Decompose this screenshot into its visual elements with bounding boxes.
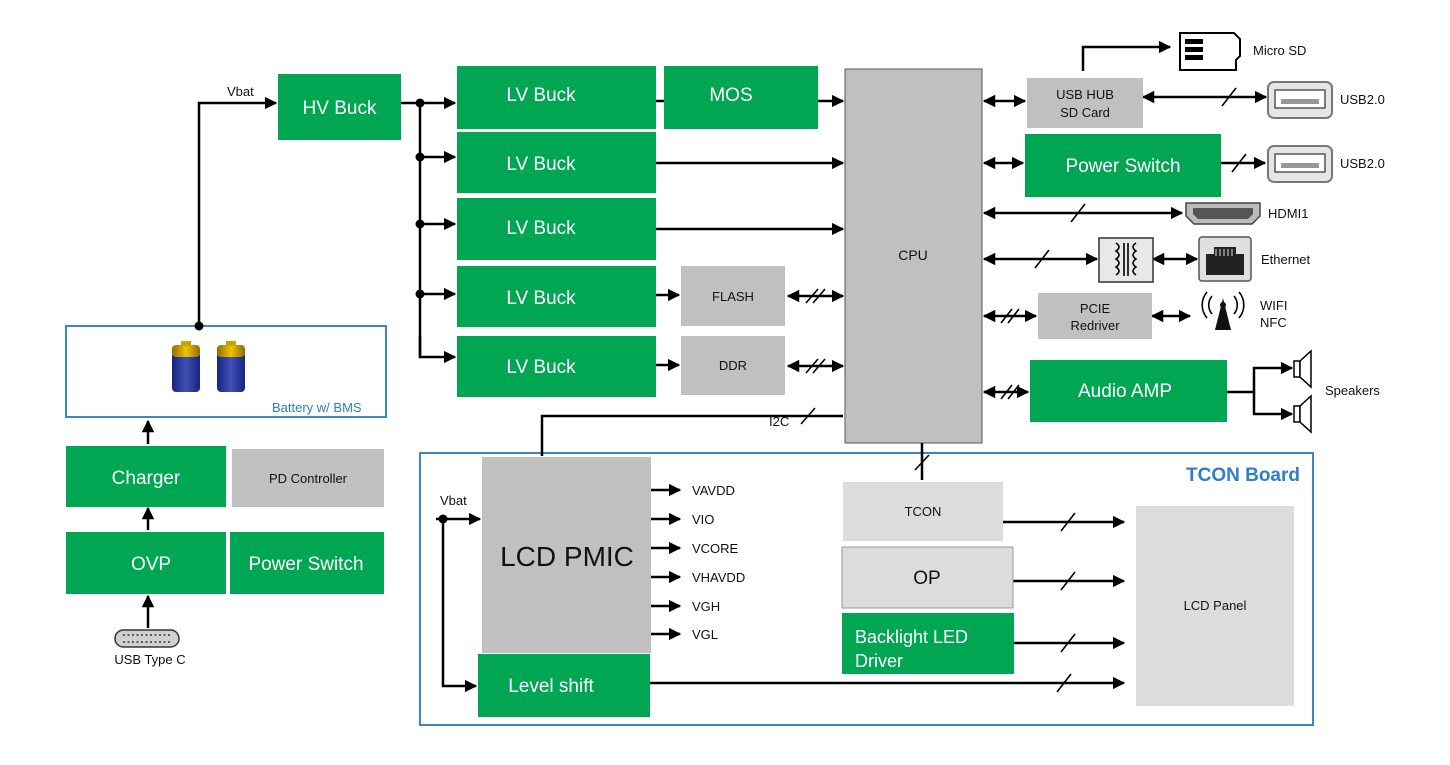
lcd-pmic-block: LCD PMIC [482,457,651,653]
rail-vio: VIO [692,512,714,527]
mos-block: MOS [664,66,818,129]
ddr-block: DDR [681,336,785,395]
rail-vgh: VGH [692,599,720,614]
tcon-vbat-label: Vbat [440,493,467,508]
speakers-label: Speakers [1325,383,1380,398]
svg-text:OP: OP [913,568,940,589]
svg-text:PCIE: PCIE [1080,301,1111,316]
svg-text:PD Controller: PD Controller [269,471,348,486]
lcd-pmic-label: LCD PMIC [500,541,634,572]
speaker-icon [1293,349,1312,389]
svg-text:LV Buck: LV Buck [506,357,576,378]
lv-buck-5: LV Buck [457,336,656,397]
svg-text:Charger: Charger [112,468,181,489]
svg-text:FLASH: FLASH [712,289,754,304]
wifi-antenna-icon [1201,291,1245,330]
usb-hub-block: USB HUB SD Card [1027,78,1143,128]
svg-text:Power Switch: Power Switch [1065,156,1180,177]
nfc-label: NFC [1260,315,1287,330]
micro-sd-label: Micro SD [1253,43,1306,58]
svg-text:LV Buck: LV Buck [506,288,576,309]
lv-buck-3: LV Buck [457,198,656,260]
svg-text:LCD Panel: LCD Panel [1184,598,1247,613]
svg-text:LV Buck: LV Buck [506,218,576,239]
level-shift-block: Level shift [478,654,650,717]
rail-vhavdd: VHAVDD [692,570,745,585]
tcon-board-title: TCON Board [1186,465,1300,486]
pd-controller-block: PD Controller [232,449,384,507]
tcon-wires [436,443,1126,693]
hv-buck-label: HV Buck [303,98,377,119]
rail-vgl: VGL [692,627,718,642]
svg-text:Level shift: Level shift [508,676,594,697]
power-switch-left-block: Power Switch [230,532,384,594]
ethernet-label: Ethernet [1261,252,1311,267]
charger-block: Charger [66,446,226,507]
svg-text:DDR: DDR [719,358,747,373]
op-block: OP [841,546,1014,609]
ovp-block: OVP [66,532,226,594]
i2c-label: I2C [769,414,789,429]
micro-sd-icon [1179,32,1241,71]
lv-buck-4: LV Buck [457,266,656,327]
hv-buck-block: HV Buck [278,74,401,140]
svg-text:TCON: TCON [905,504,942,519]
backlight-driver-block: Backlight LED Driver [842,613,1014,674]
pmic-rails: VAVDD VIO VCORE VHAVDD VGH VGL [692,483,745,642]
lv-buck-2: LV Buck [457,132,656,193]
transformer-icon [1098,237,1154,283]
audio-amp-block: Audio AMP [1030,360,1227,422]
battery-frame [65,325,387,418]
pcie-redriver-block: PCIE Redriver [1038,293,1152,339]
battery-label: Battery w/ BMS [272,400,362,415]
svg-text:SD Card: SD Card [1060,105,1110,120]
svg-text:LV Buck: LV Buck [506,85,576,106]
ethernet-jack-icon [1198,236,1252,282]
lcd-panel-block: LCD Panel [1136,506,1294,706]
usb-a-connector-icon [1267,81,1333,119]
flash-block: FLASH [681,266,785,326]
usb2-label-b: USB2.0 [1340,156,1385,171]
usb2-label-a: USB2.0 [1340,92,1385,107]
wifi-label: WIFI [1260,298,1287,313]
svg-text:MOS: MOS [709,85,752,106]
svg-text:Audio AMP: Audio AMP [1078,381,1172,402]
svg-text:OVP: OVP [131,554,171,575]
usb-a-connector-icon [1267,145,1333,183]
svg-text:LV Buck: LV Buck [506,154,576,175]
battery-icon [172,341,245,392]
speaker-icon [1293,394,1312,434]
power-switch-right-block: Power Switch [1025,134,1221,197]
svg-text:Redriver: Redriver [1070,318,1120,333]
rail-vcore: VCORE [692,541,739,556]
cpu-block: CPU [844,68,983,444]
peripheral-wires [982,40,1294,421]
svg-text:USB HUB: USB HUB [1056,87,1114,102]
cpu-label: CPU [898,247,928,263]
lv-buck-1: LV Buck [457,66,656,129]
power-wires [141,94,845,628]
vbat-label: Vbat [227,84,254,99]
hdmi-connector-icon [1185,202,1261,225]
svg-text:Driver: Driver [855,651,903,671]
svg-text:Backlight LED: Backlight LED [855,627,968,647]
usb-type-c-label: USB Type C [114,652,185,667]
hdmi-label: HDMI1 [1268,206,1308,221]
svg-text:Power Switch: Power Switch [248,554,363,575]
rail-vavdd: VAVDD [692,483,735,498]
tcon-board-frame [419,452,1314,726]
tcon-chip-block: TCON [843,482,1003,541]
usb-type-c-icon [114,629,180,648]
